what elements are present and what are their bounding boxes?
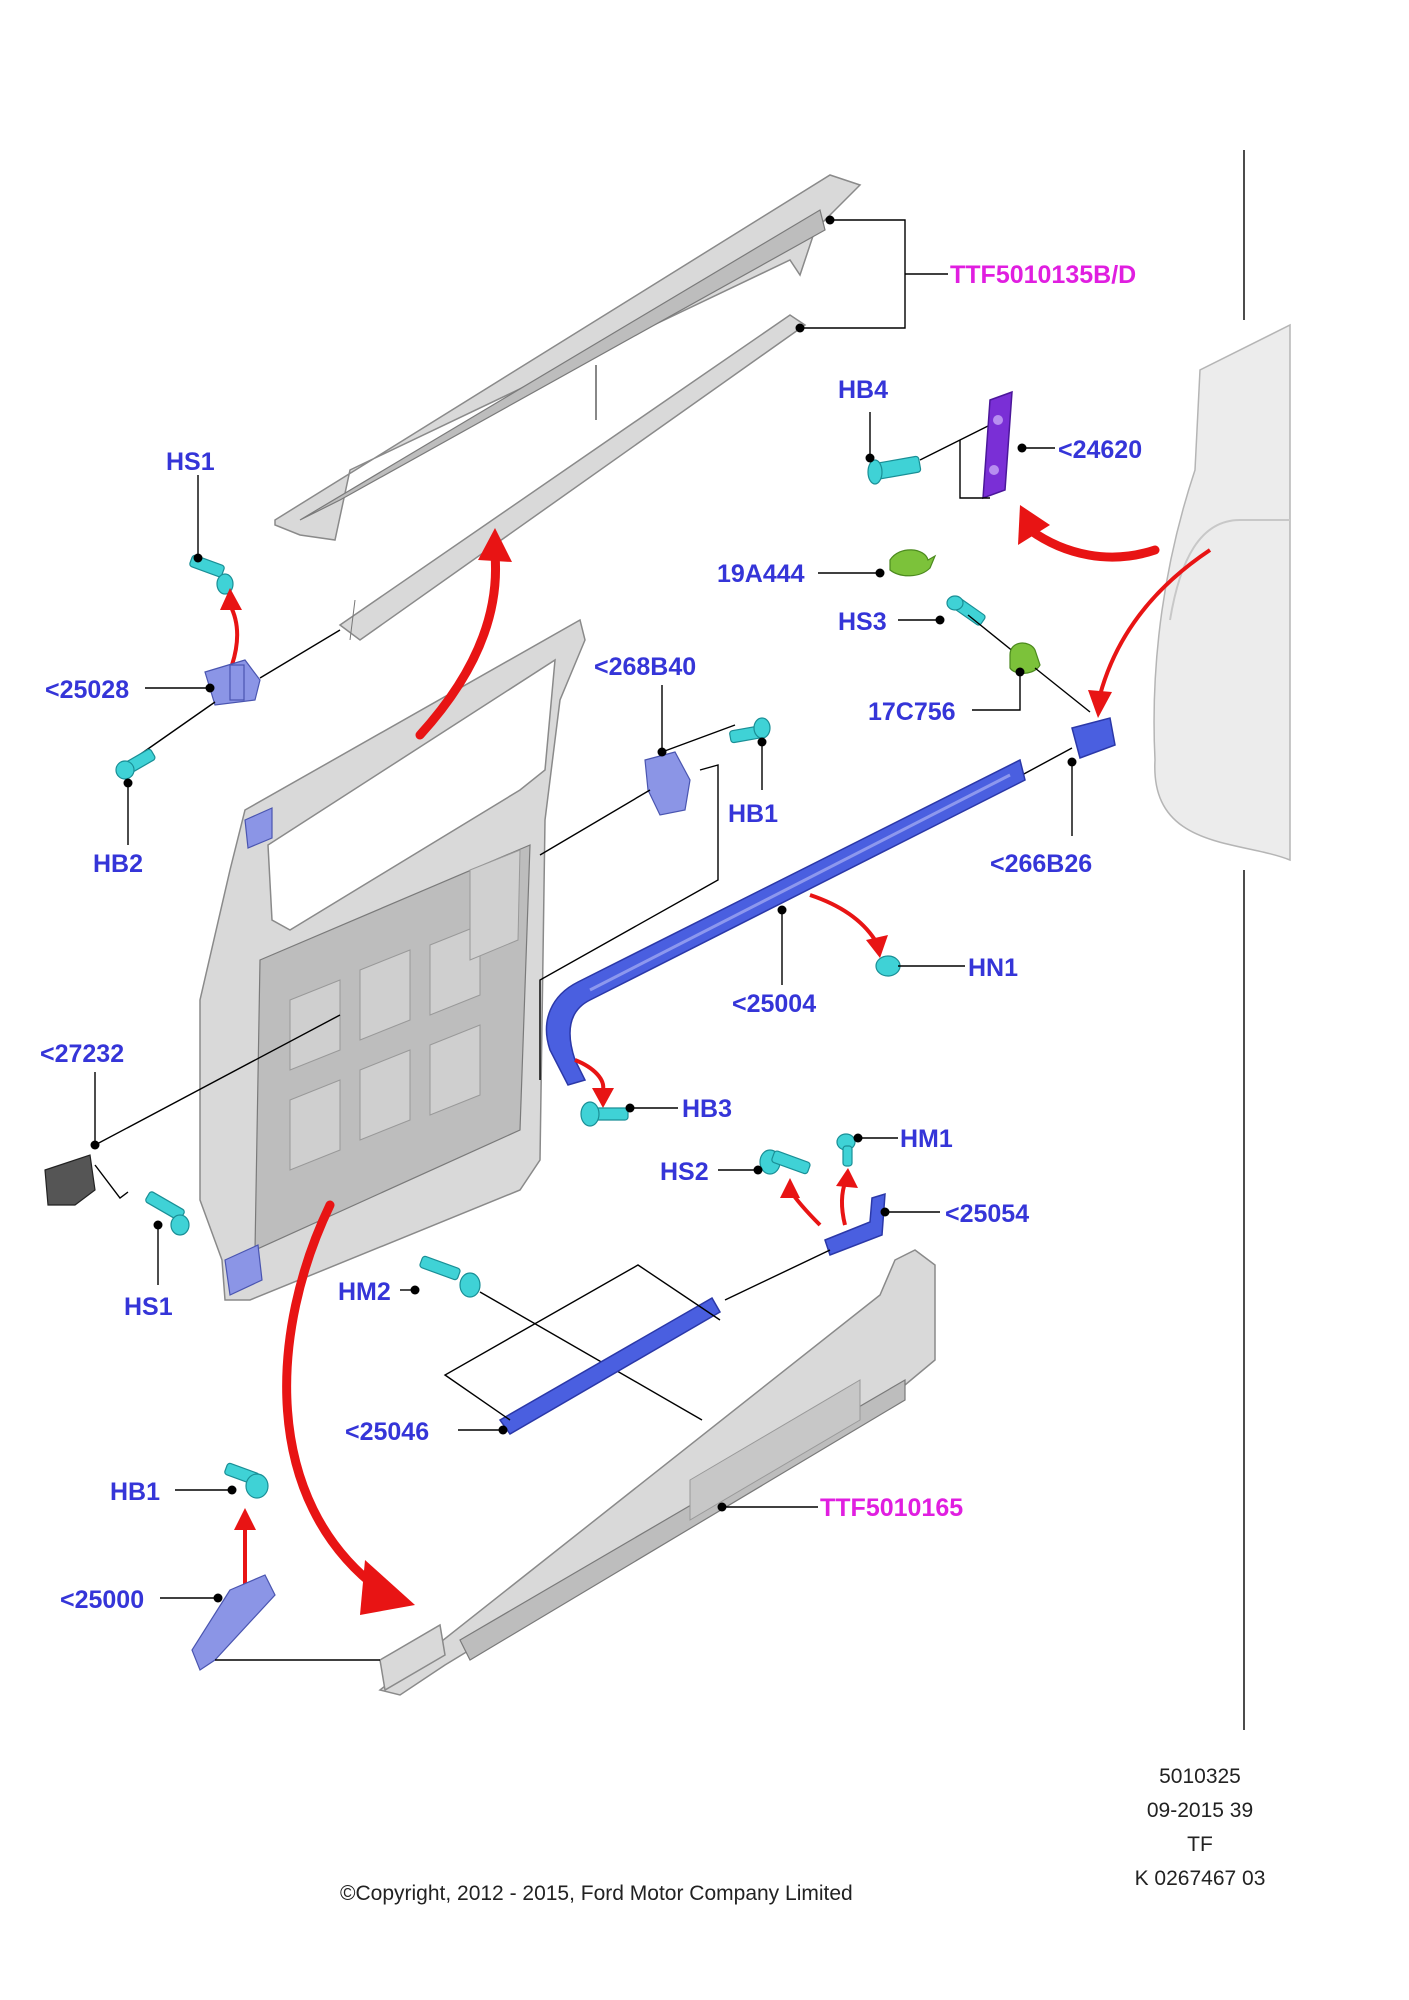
hm1-fastener	[836, 1133, 856, 1167]
label-hn1: HN1	[968, 954, 1018, 982]
label-hb4: HB4	[838, 376, 888, 404]
arrows-to-hs2-hm1	[780, 1168, 858, 1227]
part-266b26-bracket	[1071, 717, 1116, 759]
label-25054: <25054	[945, 1200, 1029, 1228]
leader-266b26	[1021, 747, 1077, 836]
part-24620-plate	[982, 390, 1013, 500]
label-27232: <27232	[40, 1040, 124, 1068]
hm2-fastener	[419, 1255, 481, 1298]
arrow-to-hn1	[809, 893, 888, 958]
part-25054-bracket	[824, 1192, 886, 1256]
label-25046: <25046	[345, 1418, 429, 1446]
leader-hb1-mid	[757, 737, 767, 790]
lower-sill-panel	[378, 1249, 936, 1696]
hb1-bottom-fastener	[224, 1462, 269, 1499]
leader-hb3	[625, 1103, 678, 1113]
door-hinge-tab-upper	[244, 807, 273, 849]
part-19a444-clip	[889, 549, 937, 577]
leader-hb4	[865, 412, 991, 463]
label-25028: <25028	[45, 676, 129, 704]
label-hs1-top: HS1	[166, 448, 215, 476]
meta-model: TF	[1187, 1833, 1213, 1856]
leader-268b40	[539, 685, 736, 1080]
arrow-door-to-lower-sill	[282, 1200, 415, 1615]
arrow-to-266b26	[1088, 548, 1212, 718]
rear-quarter-panel	[1153, 323, 1291, 862]
hb1-mid-fastener	[729, 717, 771, 744]
arrow-door-to-upper-rail	[415, 528, 512, 740]
leader-hb2	[123, 778, 133, 845]
arrow-to-hb3	[574, 1058, 614, 1108]
hs3-fastener	[946, 595, 986, 626]
hb3-fastener	[580, 1101, 629, 1127]
hb2-fastener	[115, 748, 156, 780]
arrow-to-24620	[1018, 505, 1160, 562]
label-hb1-mid: HB1	[728, 800, 778, 828]
hn1-nut	[875, 955, 901, 977]
drawing-meta: 5010325 09-2015 39 TF K 0267467 03	[1080, 1760, 1320, 1896]
part-25000-bracket	[191, 1574, 276, 1671]
leader-27232	[90, 1014, 341, 1199]
label-25004: <25004	[732, 990, 816, 1018]
label-hb2: HB2	[93, 850, 143, 878]
label-266b26: <266B26	[990, 850, 1092, 878]
label-hm2: HM2	[338, 1278, 391, 1306]
leader-19a444	[818, 568, 885, 578]
leader-hs1-top	[193, 475, 203, 563]
meta-drawing-number: 5010325	[1159, 1765, 1241, 1788]
door-hinge-tab-lower	[224, 1244, 263, 1296]
label-hm1: HM1	[900, 1125, 953, 1153]
meta-reference: K 0267467 03	[1134, 1867, 1266, 1890]
hs2-fastener	[759, 1149, 811, 1175]
label-hs3: HS3	[838, 608, 887, 636]
upper-rail-strip	[338, 314, 807, 641]
label-hs2: HS2	[660, 1158, 709, 1186]
arrow-to-hb1-bottom	[234, 1508, 256, 1585]
part-25028-hinge	[204, 659, 261, 706]
part-27232-bumper	[44, 1154, 96, 1206]
label-24620: <24620	[1058, 436, 1142, 464]
leader-25004	[777, 905, 787, 985]
label-ttf5010135: TTF5010135B/D	[950, 261, 1136, 289]
arrow-to-hs1-top	[220, 588, 242, 666]
leader-hm2	[400, 1285, 703, 1421]
label-hb1-bottom: HB1	[110, 1478, 160, 1506]
leader-24620	[959, 440, 1055, 499]
upper-rail-panel	[274, 174, 862, 541]
label-19a444: 19A444	[717, 560, 805, 588]
label-hs1-bottom: HS1	[124, 1293, 173, 1321]
leader-25000	[160, 1593, 380, 1661]
label-ttf5010165: TTF5010165	[820, 1494, 963, 1522]
label-hb3: HB3	[682, 1095, 732, 1123]
copyright-notice: ©Copyright, 2012 - 2015, Ford Motor Comp…	[340, 1882, 853, 1905]
leader-hs2	[718, 1165, 763, 1175]
leader-25046	[443, 1264, 721, 1435]
label-25000: <25000	[60, 1586, 144, 1614]
hs1-bottom-fastener	[145, 1191, 190, 1236]
leader-hb1-bottom	[175, 1485, 237, 1495]
hb4-fastener	[867, 455, 922, 485]
sliding-door-shell	[199, 618, 586, 1301]
part-25046-strip	[498, 1296, 722, 1435]
part-268b40-hinge	[644, 751, 691, 816]
leader-17c756	[972, 667, 1091, 713]
leader-25054	[724, 1207, 940, 1301]
part-25004-rail	[545, 758, 1026, 1086]
part-17c756-clip	[1009, 642, 1041, 674]
meta-date: 09-2015 39	[1146, 1799, 1254, 1822]
leader-25028	[134, 629, 341, 759]
leader-ttf5010135	[795, 215, 948, 333]
leader-hs1-bottom	[153, 1220, 163, 1285]
label-268b40: <268B40	[594, 653, 696, 681]
leader-hm1	[853, 1133, 898, 1143]
label-17c756: 17C756	[868, 698, 956, 726]
leader-ttf5010165	[717, 1502, 818, 1512]
